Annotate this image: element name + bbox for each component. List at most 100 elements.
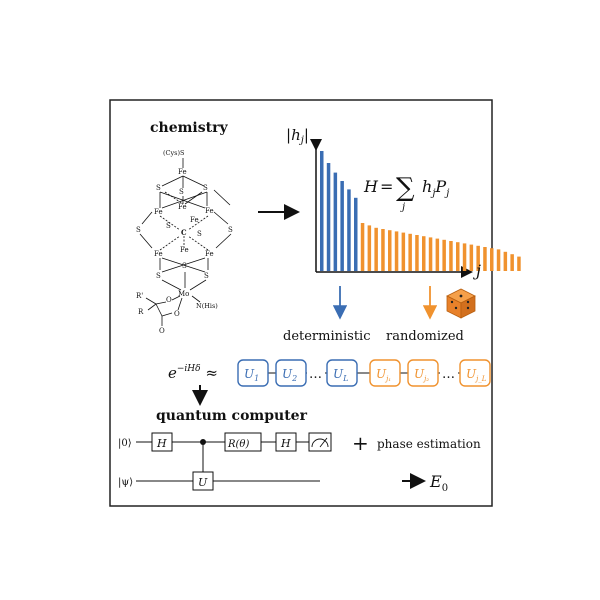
bar-randomized-21 <box>503 251 508 271</box>
s-mr: S <box>197 230 202 238</box>
ujl-box <box>459 359 491 387</box>
h-gate-2 <box>275 432 297 452</box>
s-lm: S <box>182 262 187 270</box>
quantum-computer-title: quantum computer <box>156 408 308 424</box>
bar-randomized-9 <box>422 236 426 271</box>
cys-label: (Cys)S <box>163 149 185 157</box>
svg-text:hjPj: hjPj <box>422 177 449 199</box>
u2-box <box>275 359 307 387</box>
bar-randomized-8 <box>415 235 419 271</box>
o-1: O <box>166 296 172 304</box>
ket0-label: |0⟩ <box>118 438 132 449</box>
energy-label: E0 <box>429 472 448 494</box>
bar-deterministic-4 <box>347 189 351 271</box>
fe-l1: Fe <box>154 208 163 216</box>
measure-icon <box>308 432 332 452</box>
hamiltonian-equation: H = ∑ j hjPj <box>363 173 449 213</box>
bar-randomized-7 <box>408 233 412 271</box>
uj2-box <box>407 359 439 387</box>
bar-randomized-0 <box>360 223 365 271</box>
bar-randomized-22 <box>510 254 514 271</box>
s-ur: S <box>203 184 208 192</box>
rprime-label: R' <box>136 292 143 300</box>
s-um: S <box>179 188 184 196</box>
molecule-structure: (Cys)S Fe S S S Fe Fe Fe S S Fe C S <box>136 149 233 335</box>
quantum-circuit: |0⟩ |ψ⟩ H U R(θ) H <box>118 432 332 491</box>
r-label: R <box>138 308 144 316</box>
nhis-label: N(His) <box>196 302 218 310</box>
fe-top: Fe <box>178 168 187 176</box>
dice-icon <box>446 288 476 319</box>
bar-randomized-20 <box>496 249 501 271</box>
s-ul: S <box>156 184 161 192</box>
time-evolution-expression: e−iHδ ≈ <box>168 364 218 382</box>
fe-r2: Fe <box>205 250 214 258</box>
svg-text:j: j <box>400 202 405 213</box>
ul-box <box>326 359 358 387</box>
bar-randomized-6 <box>401 232 406 271</box>
uj1-box <box>369 359 401 387</box>
h-gate-1 <box>151 432 173 452</box>
plus-sign: + <box>352 431 369 455</box>
frame-border <box>109 99 493 507</box>
r-theta-gate <box>224 432 262 452</box>
bar-randomized-3 <box>381 229 385 271</box>
bar-randomized-2 <box>374 227 378 271</box>
randomized-label: randomized <box>386 329 464 344</box>
s-lr: S <box>204 272 209 280</box>
chart-ylabel: |hj| <box>286 126 309 146</box>
ketpsi-label: |ψ⟩ <box>118 477 133 488</box>
ellipsis-blue: … <box>309 367 322 382</box>
bar-randomized-19 <box>490 248 494 271</box>
fe-m2: Fe <box>190 216 199 224</box>
bar-randomized-5 <box>394 231 399 271</box>
c-center: C <box>181 228 187 237</box>
u1-box <box>237 359 269 387</box>
bars-group <box>320 151 521 271</box>
bar-randomized-15 <box>462 243 467 271</box>
bar-randomized-17 <box>476 245 480 271</box>
bar-randomized-16 <box>469 244 474 271</box>
s-ll: S <box>156 272 161 280</box>
bar-deterministic-3 <box>340 181 344 271</box>
svg-text:H: H <box>363 177 379 196</box>
s-far-l: S <box>136 226 141 234</box>
bar-randomized-14 <box>456 242 460 271</box>
svg-text:=: = <box>380 177 393 196</box>
bar-randomized-13 <box>449 241 453 271</box>
s-ml: S <box>166 222 171 230</box>
bar-randomized-12 <box>442 239 446 271</box>
deterministic-label: deterministic <box>283 329 371 344</box>
phase-estimation-label: phase estimation <box>377 437 481 451</box>
bar-randomized-18 <box>483 247 487 271</box>
bar-deterministic-1 <box>326 163 331 271</box>
bar-deterministic-2 <box>333 172 338 271</box>
bar-randomized-4 <box>388 230 392 271</box>
ellipsis-orange: … <box>442 367 455 382</box>
svg-text:H: H <box>156 437 167 450</box>
svg-text:e−iHδ ≈: e−iHδ ≈ <box>168 364 218 382</box>
o-3: O <box>159 327 165 335</box>
coefficient-chart: |hj| j H = ∑ j hjPj <box>286 126 521 280</box>
u-gate <box>192 471 214 491</box>
fe-m1: Fe <box>178 203 187 211</box>
bar-randomized-10 <box>428 237 433 271</box>
fe-l2: Fe <box>154 250 163 258</box>
bar-deterministic-5 <box>354 197 358 271</box>
o-2: O <box>174 310 180 318</box>
s-far-r: S <box>228 226 233 234</box>
bar-randomized-23 <box>517 256 521 271</box>
chemistry-title: chemistry <box>150 120 228 136</box>
svg-text:U: U <box>198 476 208 489</box>
svg-text:H: H <box>280 437 291 450</box>
bar-randomized-11 <box>435 238 440 271</box>
svg-text:∑: ∑ <box>396 173 415 203</box>
bar-randomized-1 <box>367 225 372 271</box>
mo-label: Mo <box>178 290 189 298</box>
bar-deterministic-0 <box>320 151 324 271</box>
chart-xlabel: j <box>473 261 481 280</box>
unitary-chain: U1 U2 … UL Uj₁ Uj₂ … Uj_L <box>237 359 491 387</box>
fe-m3: Fe <box>180 246 189 254</box>
svg-text:R(θ): R(θ) <box>227 439 249 450</box>
